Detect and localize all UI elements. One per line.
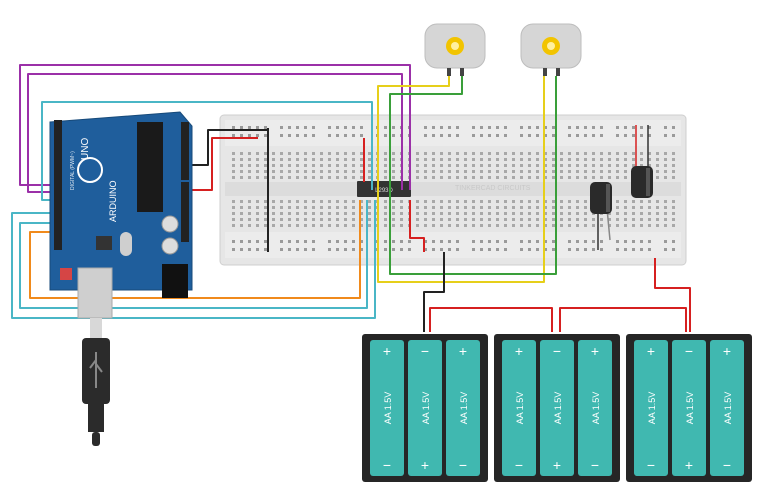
wire-purple [27,73,403,193]
battery-cell: + − AA 1.5V [408,340,442,476]
battery-cell: + − AA 1.5V [578,340,612,476]
wire-red [429,307,553,332]
battery-label: AA 1.5V [553,392,563,425]
wire-teal [19,200,368,309]
wire-purple [19,64,411,190]
wire-red [654,258,691,332]
chip-label: L293D [375,188,393,194]
wires [11,64,691,332]
arduino-brand: ARDUINO [108,180,118,222]
battery-pack: + − AA 1.5V + − AA 1.5V + − AA 1.5V [494,334,620,482]
battery-plus: + [647,343,655,359]
capacitor-icon [590,182,612,250]
wire-yellow [377,76,545,283]
wire-red [559,307,687,332]
breadboard: TINKERCAD CIRCUITS [219,114,687,266]
battery-pack: + − AA 1.5V + − AA 1.5V + − AA 1.5V [626,334,752,482]
capacitor-icon [631,125,653,198]
wire-orange [29,200,361,299]
usb-icon [77,267,113,446]
battery-label: AA 1.5V [647,392,657,425]
battery-minus: − [685,343,693,359]
battery-cell: + − AA 1.5V [446,340,480,476]
breadboard-watermark: TINKERCAD CIRCUITS [455,185,531,192]
battery-plus: + [685,457,693,473]
battery-label: AA 1.5V [383,392,393,425]
battery-cell: + − AA 1.5V [370,340,404,476]
battery-plus: + [421,457,429,473]
battery-cell: + − AA 1.5V [672,340,706,476]
battery-minus: − [723,457,731,473]
battery-packs: + − AA 1.5V + − AA 1.5V + − AA 1.5V + − AA 1.5V + − AA… [362,334,752,482]
wire-red [186,137,258,191]
battery-cell: + − AA 1.5V [540,340,574,476]
battery-minus: − [591,457,599,473]
battery-label: AA 1.5V [421,392,431,425]
battery-pack: + − AA 1.5V + − AA 1.5V + − AA 1.5V [362,334,488,482]
dc-motor-icon [424,23,486,76]
battery-plus: + [591,343,599,359]
battery-cell: + − AA 1.5V [502,340,536,476]
battery-label: AA 1.5V [723,392,733,425]
battery-cell: + − AA 1.5V [710,340,744,476]
battery-label: AA 1.5V [515,392,525,425]
wire-black [186,129,268,166]
battery-plus: + [723,343,731,359]
battery-plus: + [553,457,561,473]
arduino-model: UNO [80,138,91,160]
battery-cell: + − AA 1.5V [634,340,668,476]
wire-green [389,76,557,275]
arduino-board: UNO ARDUINO DIGITAL (PWM~) [49,111,193,298]
wire-red [409,200,425,252]
battery-plus: + [459,343,467,359]
wire-teal [41,101,373,201]
battery-label: AA 1.5V [459,392,469,425]
battery-label: AA 1.5V [685,392,695,425]
battery-minus: − [421,343,429,359]
wire-teal [11,200,376,319]
battery-minus: − [515,457,523,473]
battery-minus: − [383,457,391,473]
battery-minus: − [459,457,467,473]
dc-motor-icon [520,23,582,76]
battery-plus: + [383,343,391,359]
battery-label: AA 1.5V [591,392,601,425]
battery-minus: − [553,343,561,359]
motor-driver-chip: L293D [357,181,411,197]
battery-plus: + [515,343,523,359]
wire-black [423,252,445,332]
pin-label-digital: DIGITAL (PWM~) [70,151,76,190]
battery-minus: − [647,457,655,473]
